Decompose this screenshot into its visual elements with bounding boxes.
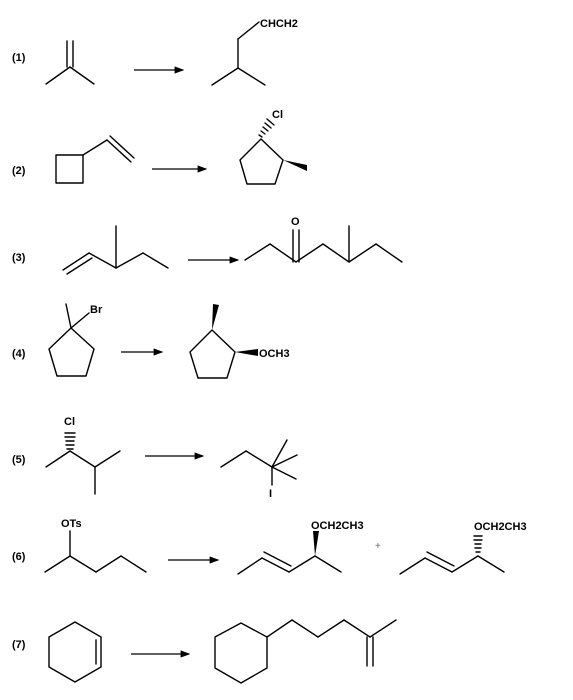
- reaction-2-product-label: Cl: [272, 109, 283, 121]
- reaction-6-wedge-bond: [313, 531, 319, 556]
- reaction-6-plus: +: [375, 541, 381, 552]
- reaction-2-reactant: [55, 135, 135, 184]
- reaction-4-reactant-label: Br: [90, 304, 103, 316]
- reaction-4-reactant: Br: [48, 303, 103, 377]
- reaction-7-product: [214, 619, 397, 684]
- reaction-3-reactant: [62, 225, 169, 275]
- reaction-3-product: O: [244, 216, 403, 263]
- reaction-4-wedge-methyl: [212, 304, 219, 330]
- reaction-6-product-b: OCH2CH3: [399, 521, 527, 575]
- reaction-4-product: OCH3: [189, 304, 290, 379]
- reaction-6-product-a-label: OCH2CH3: [311, 520, 364, 532]
- reaction-6-reactant-label: OTs: [61, 518, 82, 530]
- reaction-3-product-label: O: [291, 216, 300, 228]
- reaction-1: (1) CHCH2: [12, 18, 298, 86]
- reaction-5-reactant: Cl: [45, 416, 121, 495]
- reaction-6-hash-bond: [473, 535, 483, 553]
- reaction-2-product: Cl: [239, 109, 307, 185]
- reaction-5: (5) Cl I: [12, 416, 298, 500]
- reaction-6-product-b-label: OCH2CH3: [474, 521, 527, 533]
- reaction-2-number: (2): [12, 165, 26, 177]
- reaction-4-product-label: OCH3: [259, 348, 290, 360]
- reaction-4: (4) Br OCH3: [12, 303, 290, 379]
- reaction-6-number: (6): [12, 551, 26, 563]
- reaction-5-product-label: I: [269, 488, 272, 500]
- reaction-2-wedge-bond: [283, 160, 307, 171]
- reaction-1-product: CHCH2: [211, 18, 298, 86]
- reaction-2-hash-bond: [258, 118, 275, 138]
- reaction-6-product-a: OCH2CH3: [237, 520, 364, 575]
- reaction-2: (2) Cl: [12, 109, 307, 185]
- reaction-6-reactant: OTs: [44, 518, 147, 573]
- reaction-7: (7): [12, 619, 397, 684]
- reaction-1-product-label: CHCH2: [260, 18, 298, 30]
- reaction-4-number: (4): [12, 348, 26, 360]
- reaction-7-reactant: [48, 621, 102, 683]
- reaction-5-product: I: [220, 439, 298, 500]
- reaction-5-hash-bond: [64, 432, 76, 450]
- reaction-7-number: (7): [12, 639, 26, 651]
- reaction-6: (6) OTs OCH2CH3 +: [12, 518, 527, 575]
- reaction-1-number: (1): [12, 52, 26, 64]
- reaction-1-reactant: [45, 40, 95, 85]
- reaction-4-wedge-methoxy: [235, 349, 258, 356]
- reaction-3: (3) O: [12, 216, 403, 275]
- reaction-3-number: (3): [12, 252, 26, 264]
- reaction-5-number: (5): [12, 454, 26, 466]
- reaction-5-reactant-label: Cl: [64, 416, 75, 428]
